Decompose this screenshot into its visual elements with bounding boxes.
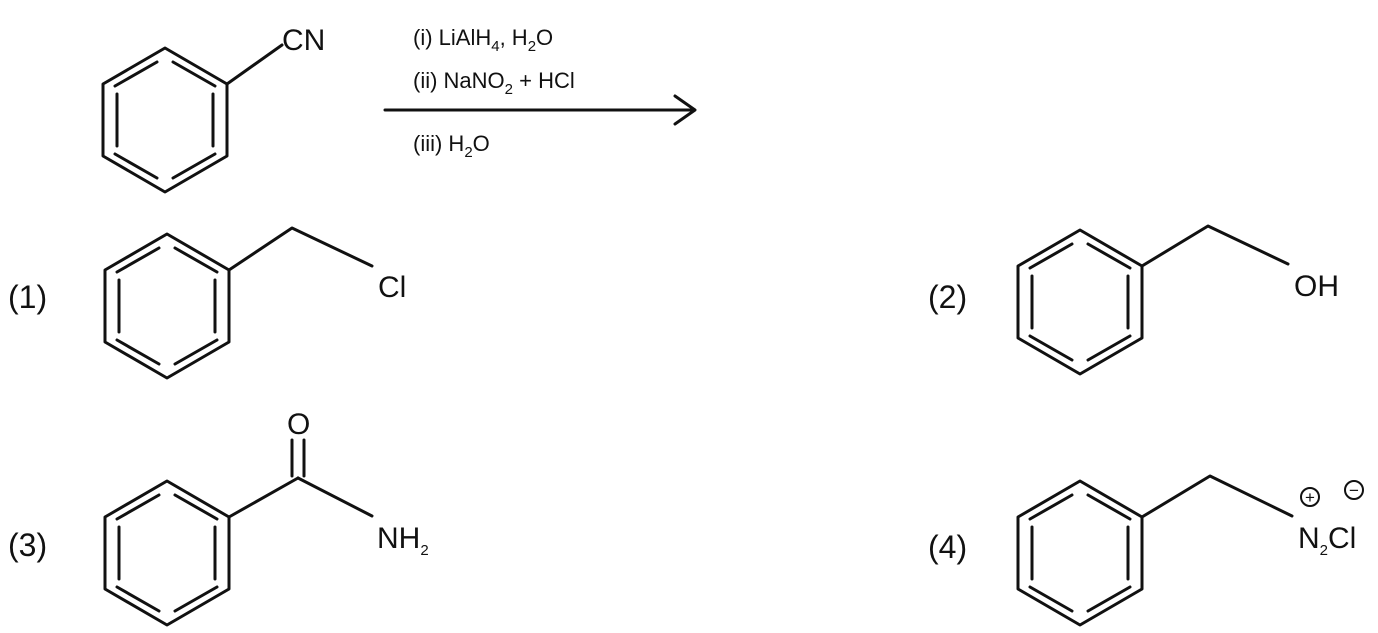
option-1-chloro-label: Cl — [378, 271, 406, 304]
benzene-ring — [101, 46, 229, 194]
condition-step-2: (ii) NaNO2 + HCl — [413, 68, 575, 98]
arrow-head — [673, 94, 697, 126]
nitrile-label: CN — [282, 24, 325, 57]
condition-step-1: (i) LiAlH4, H2O — [413, 25, 553, 55]
svg-text:−: − — [1349, 481, 1359, 500]
carbonyl-oxygen-label: O — [287, 408, 310, 441]
option-3: (3) O NH2 — [8, 408, 429, 627]
benzene-ring — [103, 232, 231, 380]
ch2-chain — [227, 226, 374, 272]
option-2-number: (2) — [928, 279, 967, 315]
reactant-benzonitrile: CN — [101, 24, 325, 194]
reaction-arrow-group: (i) LiAlH4, H2O (ii) NaNO2 + HCl (iii) H… — [383, 25, 697, 161]
benzene-ring — [103, 479, 231, 627]
negative-charge-icon: − — [1344, 480, 1364, 500]
option-1: (1) Cl — [8, 226, 406, 380]
ch2-chain — [1140, 474, 1294, 519]
svg-text:+: + — [1305, 488, 1315, 507]
option-2: (2) OH — [928, 224, 1339, 376]
benzene-ring — [1016, 228, 1144, 376]
ring-to-carbonyl-bond — [227, 476, 300, 519]
diazonium-label: N2Cl — [1298, 522, 1356, 559]
amine-label: NH2 — [377, 522, 429, 559]
option-4-number: (4) — [928, 529, 967, 565]
condition-step-3: (iii) H2O — [413, 131, 490, 161]
option-3-number: (3) — [8, 527, 47, 563]
ch2-chain — [1140, 224, 1290, 268]
carbonyl-to-amine-bond — [296, 476, 374, 518]
option-1-number: (1) — [8, 279, 47, 315]
option-4: (4) + − N2Cl — [928, 474, 1364, 627]
positive-charge-icon: + — [1300, 487, 1320, 507]
benzene-ring — [1016, 479, 1144, 627]
bond-to-cn — [225, 43, 284, 86]
option-2-hydroxyl-label: OH — [1294, 270, 1339, 303]
